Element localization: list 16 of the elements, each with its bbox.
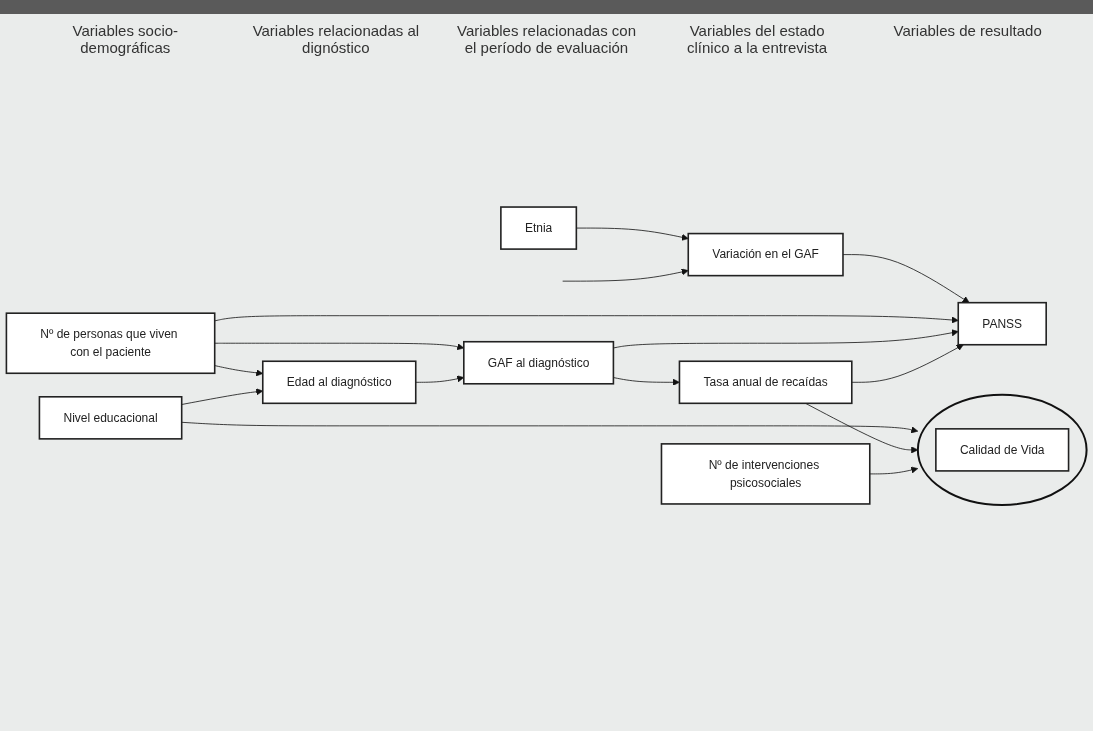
- node-box: Nivel educacional: [38, 396, 183, 440]
- node-box: Calidad de Vida: [935, 428, 1070, 472]
- node-box: Nº de personas que viven con el paciente: [5, 312, 216, 375]
- column-heading: Variables de resultado: [892, 22, 1043, 41]
- column-heading: Variables relacionadas con el período de evaluación: [456, 22, 637, 56]
- node-box: Edad al diagnóstico: [261, 360, 417, 405]
- column-heading: Variables relacionadas al dignóstico: [251, 22, 421, 56]
- node-box: GAF al diagnóstico: [463, 340, 615, 385]
- column-heading: Variables del estado clínico a la entrevista: [686, 22, 829, 56]
- cluster: [916, 393, 1088, 506]
- node-box: Variación en el GAF: [687, 232, 844, 277]
- node-box: PANSS: [957, 301, 1047, 346]
- node-box: Etnia: [500, 206, 578, 250]
- node-box: Nº de intervenciones psicosociales: [660, 443, 871, 505]
- node-box: Tasa anual de recaídas: [678, 360, 853, 405]
- column-heading: Variables socio-demográficas: [71, 22, 180, 56]
